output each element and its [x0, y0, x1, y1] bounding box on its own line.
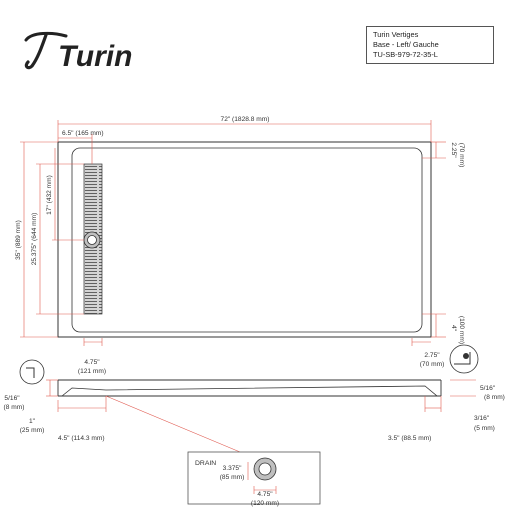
brand-logo-mark: Turin: [24, 31, 132, 73]
label-left-lip-b: (8 mm): [4, 404, 25, 411]
label-height-a: 1": [29, 418, 36, 425]
label-right-lip-a: 5/16": [480, 385, 496, 392]
label-bottom-rim-b: (100 mm): [458, 316, 465, 344]
label-overall-depth: 35" (889 mm): [15, 220, 22, 260]
label-side-right: 3.5" (88.5 mm): [388, 435, 431, 442]
drain-detail-outer-b: (120 mm): [251, 500, 279, 507]
label-top-rim-b: (70 mm): [458, 143, 465, 168]
product-sku: TU-SB-979-72-35-L: [373, 50, 438, 60]
label-side-left: 4.5" (114.3 mm): [58, 435, 105, 442]
label-left-lip-a: 5/16": [4, 395, 20, 402]
label-bottom-rim-a: 4": [450, 325, 457, 332]
label-right-lip-b: (8 mm): [484, 394, 505, 401]
label-top-rim-a: 2.25": [450, 142, 457, 158]
plan-view: [57, 141, 432, 338]
drain-detail-box: [187, 451, 321, 505]
drain-detail-outer-a: 4.75": [257, 491, 273, 498]
drain-detail-inner: [258, 462, 272, 476]
product-name: Turin Vertiges: [373, 30, 419, 39]
elevation-dimension-lines: [46, 379, 476, 453]
label-overall-width: 72" (1828.8 mm): [221, 116, 270, 123]
side-elevation: [19, 344, 479, 397]
dimension-lines: [20, 120, 446, 346]
brand-logo-text: Turin: [58, 40, 132, 73]
drain-outlet-inner: [87, 235, 97, 245]
label-drain-length: 25.375" (644 mm): [31, 213, 38, 266]
drain-detail: DRAIN 3.375" (85 mm) 4.75" (120 mm): [187, 451, 321, 507]
label-drain-width-a: 4.75": [84, 359, 100, 366]
label-right-small-b: (5 mm): [474, 425, 495, 432]
brand-logo: Turin: [22, 26, 157, 76]
label-drain-width-b: (121 mm): [78, 368, 106, 375]
label-height-b: (25 mm): [20, 427, 45, 434]
product-info-box: Turin Vertiges Base - Left/ Gauche TU-SB…: [366, 26, 494, 64]
right-edge-callout: [449, 344, 479, 374]
elevation-labels: 5/16" (8 mm) 1" (25 mm) 4.5" (114.3 mm) …: [4, 385, 505, 442]
dimension-labels: 72" (1828.8 mm) 6.5" (165 mm) 35" (889 m…: [15, 116, 465, 375]
label-right-small-a: 3/16": [474, 415, 490, 422]
label-drain-offset: 6.5" (165 mm): [62, 130, 104, 137]
base-outline: [57, 141, 432, 338]
base-inner-rim: [71, 147, 423, 333]
product-variant: Base - Left/ Gauche: [373, 40, 439, 50]
label-right-rim-a: 2.75": [424, 352, 440, 359]
label-drain-center: 17" (432 mm): [46, 175, 53, 215]
left-edge-callout: [19, 359, 45, 385]
label-right-rim-b: (70 mm): [420, 361, 445, 368]
drain-detail-label: DRAIN: [195, 460, 216, 467]
drain-detail-inner-a: 3.375": [223, 465, 243, 472]
drain-detail-inner-b: (85 mm): [220, 474, 245, 481]
